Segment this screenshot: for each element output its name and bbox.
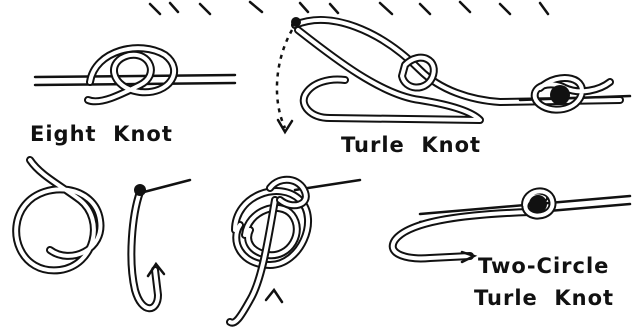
two-circle-label-line2: Turle Knot	[474, 286, 614, 310]
turle-knot-finished-drawing	[520, 78, 630, 110]
turle-knot-label: Turle Knot	[341, 133, 481, 157]
eight-knot-drawing	[35, 48, 235, 101]
eight-knot-label: Eight Knot	[30, 122, 173, 146]
two-circle-turle-drawing	[393, 191, 630, 262]
hook-loop-drawing	[16, 160, 190, 308]
top-cut-text-fragment	[150, 2, 548, 14]
two-circle-label-line1: Two-Circle	[478, 254, 609, 278]
hook-wrapped-drawing	[230, 180, 360, 323]
